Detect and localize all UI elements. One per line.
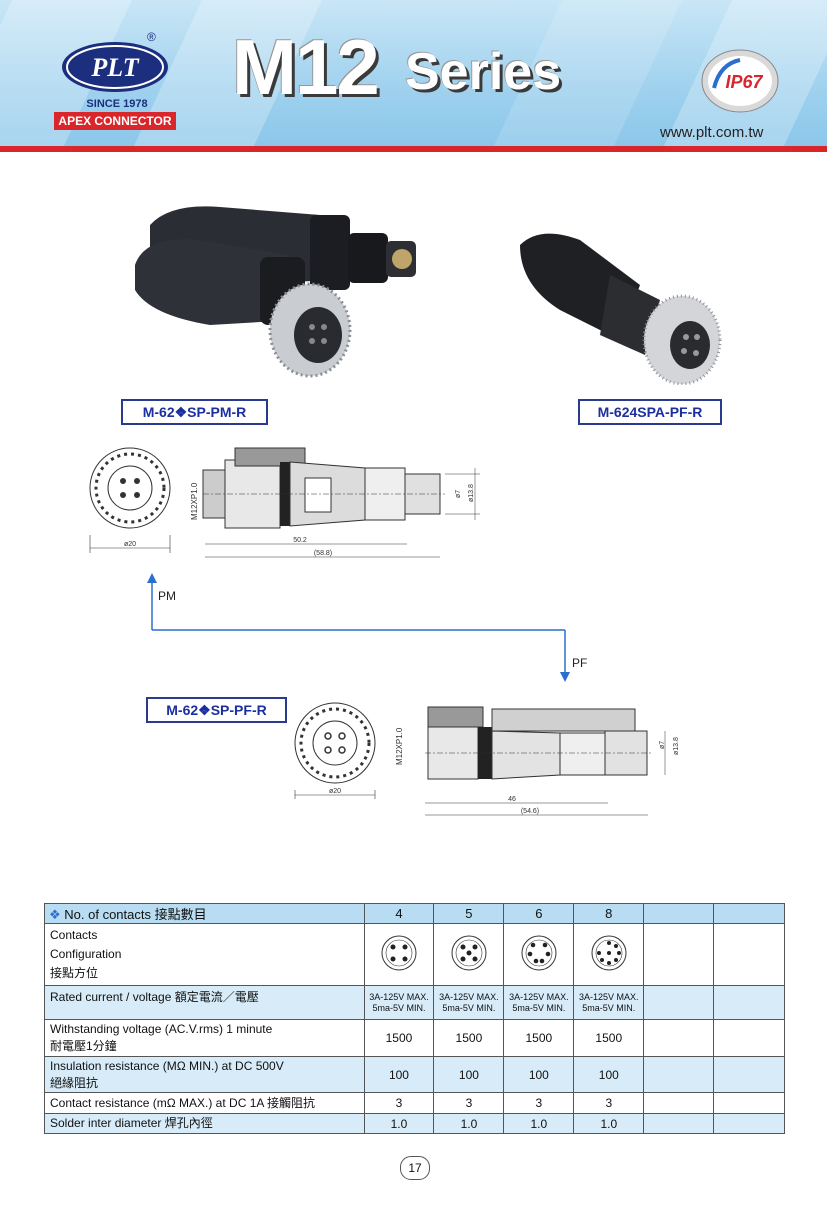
series-subtitle: Series: [405, 43, 562, 101]
ip-rating-text: IP67: [725, 72, 763, 92]
rated-value-5-max: 3A-125V MAX.: [439, 991, 499, 1002]
solder-value-5: 1.0: [433, 1113, 505, 1134]
contact-res-value-6: 3: [503, 1092, 575, 1114]
rated-value-6-max: 3A-125V MAX.: [509, 991, 569, 1002]
contact-res-value-4: 3: [363, 1092, 435, 1114]
registered-mark: ®: [147, 30, 156, 44]
pf-dia-a: ø7: [659, 741, 666, 749]
pin-layout-8-icon: [591, 935, 627, 971]
table-row-insulation: Insulation resistance (MΩ MIN.) at DC 50…: [44, 1056, 785, 1093]
withstand-value-4: 1500: [363, 1019, 435, 1057]
rated-value-8-min: 5ma-5V MIN.: [582, 1002, 636, 1013]
insulation-value-8: 100: [573, 1056, 645, 1093]
solder-value-6: 1.0: [503, 1113, 575, 1134]
withstand-value-8: 1500: [573, 1019, 645, 1057]
flow-to-label: PF: [572, 656, 588, 670]
table-row-solder: Solder inter diameter 焊孔內徑 1.0 1.0 1.0 1…: [44, 1113, 785, 1134]
flow-from-label: PM: [158, 589, 176, 603]
rated-value-4-max: 3A-125V MAX.: [369, 991, 429, 1002]
solder-value-4: 1.0: [363, 1113, 435, 1134]
insulation-label-2: 絕緣阻抗: [50, 1075, 99, 1090]
pf-length-a: 46: [508, 796, 516, 803]
rated-value-5-min: 5ma-5V MIN.: [442, 1002, 496, 1013]
pm-to-pf-arrow: [147, 573, 570, 682]
pm-connector-photo: [135, 206, 416, 378]
rated-value-4-min: 5ma-5V MIN.: [372, 1002, 426, 1013]
withstand-value-5: 1500: [433, 1019, 505, 1057]
rated-label: Rated current / voltage 額定電流／電壓: [44, 985, 365, 1020]
series-title: M12: [232, 23, 380, 111]
pm-front-diameter: ø20: [124, 541, 136, 548]
pm-length-b: (58.8): [314, 550, 332, 557]
company-name: APEX CONNECTOR: [54, 112, 176, 130]
contact-res-value-5: 3: [433, 1092, 505, 1114]
solder-label: Solder inter diameter 焊孔內徑: [44, 1113, 365, 1134]
pm-technical-drawing: ø20 M12XP1.0 ø7 ø13.8 50.2 (58.8): [89, 447, 480, 558]
pin-layout-6-icon: [521, 935, 557, 971]
contacts-header-label: No. of contacts 接點數目: [64, 907, 207, 922]
header-rule: [0, 146, 827, 152]
table-row-configuration: Contacts Configuration 接點方位: [44, 923, 785, 986]
pin-layout-5-icon: [451, 935, 487, 971]
pf-length-b: (54.6): [521, 808, 539, 815]
insulation-label-1: Insulation resistance (MΩ MIN.) at DC 50…: [50, 1058, 284, 1073]
spec-table: ❖ No. of contacts 接點數目 4 5 6 8 Contacts …: [44, 903, 785, 1134]
pm-thread-label: M12XP1.0: [190, 482, 199, 520]
table-row-withstanding: Withstanding voltage (AC.V.rms) 1 minute…: [44, 1019, 785, 1057]
model-label-pm: M-62❖SP-PM-R: [121, 399, 268, 425]
pfr-connector-photo: [520, 233, 722, 385]
withstand-label-2: 耐電壓1分鐘: [50, 1039, 117, 1053]
since-text: SINCE 1978: [86, 98, 148, 110]
ip67-badge: IP67: [701, 49, 779, 113]
contact-res-label: Contact resistance (mΩ MAX.) at DC 1A 接觸…: [44, 1092, 365, 1114]
page-number: 17: [400, 1156, 430, 1180]
rated-value-6-min: 5ma-5V MIN.: [512, 1002, 566, 1013]
table-row-contact-resistance: Contact resistance (mΩ MAX.) at DC 1A 接觸…: [44, 1092, 785, 1114]
contacts-count-6: 6: [503, 903, 575, 924]
contacts-count-8: 8: [573, 903, 645, 924]
withstand-label-1: Withstanding voltage (AC.V.rms) 1 minute: [50, 1022, 273, 1036]
contacts-count-5: 5: [433, 903, 505, 924]
insulation-value-6: 100: [503, 1056, 575, 1093]
pin-layout-4-icon: [381, 935, 417, 971]
model-label-pfr: M-624SPA-PF-R: [578, 399, 722, 425]
plt-logo: PLT: [62, 42, 168, 92]
pm-dia-b: ø13.8: [468, 484, 475, 502]
diamond-icon: ❖: [49, 907, 61, 922]
solder-value-8: 1.0: [573, 1113, 645, 1134]
pf-dia-b: ø13.8: [673, 737, 680, 755]
config-label-1: Contacts: [50, 928, 98, 942]
pm-length-a: 50.2: [293, 537, 307, 544]
table-header-row: ❖ No. of contacts 接點數目 4 5 6 8: [44, 903, 785, 924]
insulation-value-4: 100: [363, 1056, 435, 1093]
website-url: www.plt.com.tw: [660, 124, 764, 141]
brand-text: PLT: [90, 53, 139, 82]
model-label-pf: M-62❖SP-PF-R: [146, 697, 287, 723]
contact-res-value-8: 3: [573, 1092, 645, 1114]
insulation-value-5: 100: [433, 1056, 505, 1093]
pf-thread-label: M12XP1.0: [395, 727, 404, 765]
config-label-3: 接點方位: [50, 966, 99, 980]
withstand-value-6: 1500: [503, 1019, 575, 1057]
config-label-2: Configuration: [50, 947, 122, 961]
pf-technical-drawing: ø20 M12XP1.0 ø7 ø13.8 46 (54.6): [294, 702, 680, 816]
pf-front-diameter: ø20: [329, 788, 341, 795]
table-row-rated: Rated current / voltage 額定電流／電壓 3A-125V …: [44, 985, 785, 1020]
pm-dia-a: ø7: [455, 490, 462, 498]
contacts-count-4: 4: [363, 903, 435, 924]
rated-value-8-max: 3A-125V MAX.: [579, 991, 639, 1002]
